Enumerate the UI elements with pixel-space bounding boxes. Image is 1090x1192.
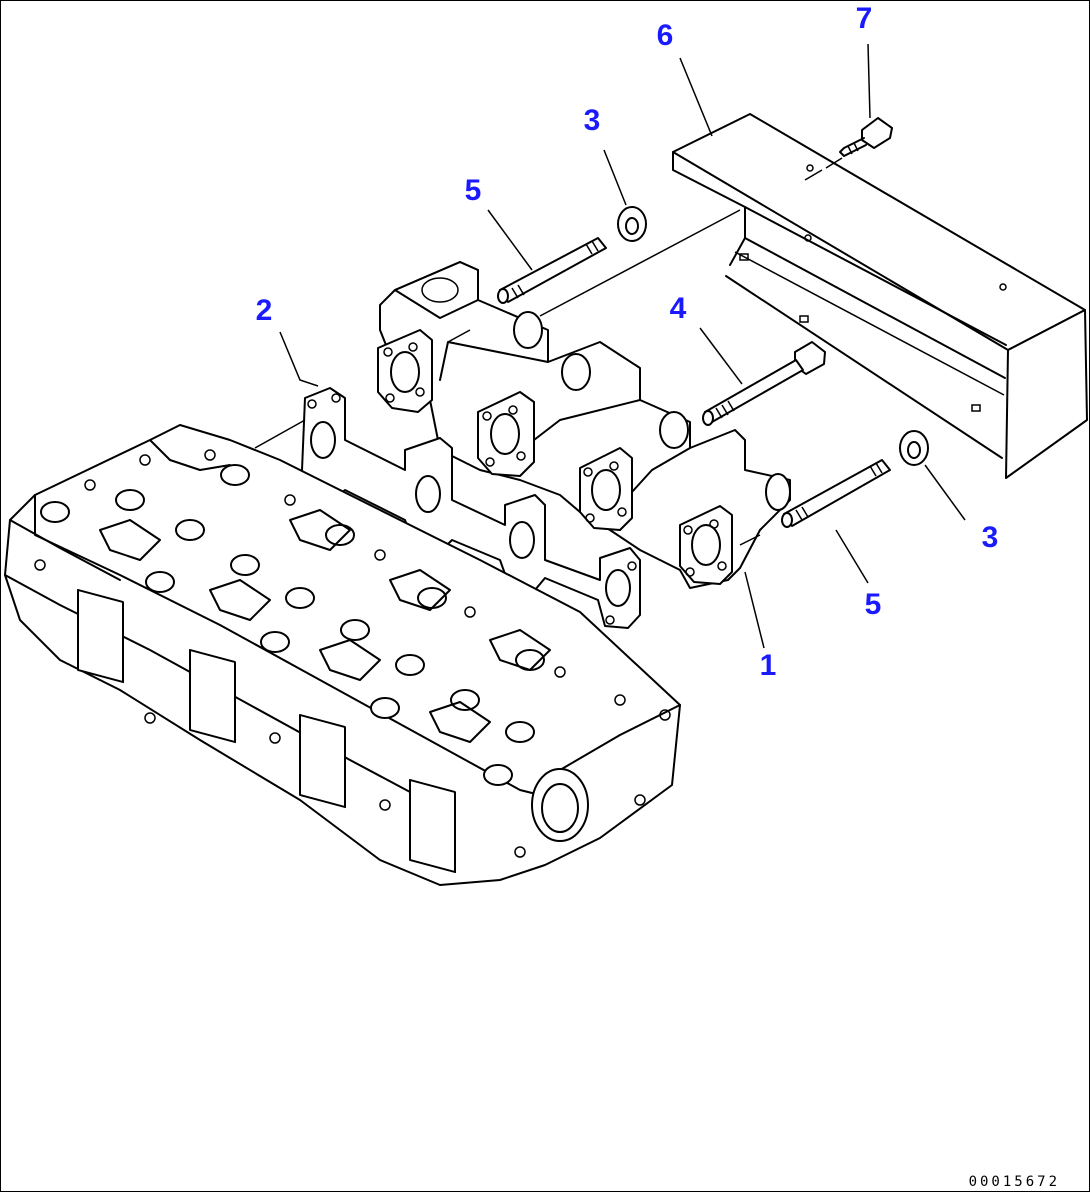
callout-7[interactable]: 7: [856, 2, 873, 35]
callout-3-lower[interactable]: 3: [982, 521, 999, 554]
exhaust-manifold[interactable]: [377, 261, 791, 589]
bolt-4[interactable]: [702, 341, 826, 426]
drawing-number: 00015672: [968, 1174, 1060, 1190]
nut-3-lower[interactable]: [899, 430, 929, 466]
callouts: 1 2 3 3 4 5 5 6 7: [256, 2, 999, 682]
stud-5-upper[interactable]: [497, 237, 607, 304]
callout-2[interactable]: 2: [256, 294, 273, 327]
callout-1[interactable]: 1: [760, 649, 777, 682]
stud-5-lower[interactable]: [781, 459, 891, 528]
callout-5-upper[interactable]: 5: [465, 174, 482, 207]
callout-5-lower[interactable]: 5: [865, 588, 882, 621]
callout-4[interactable]: 4: [670, 292, 687, 325]
bolt-7[interactable]: [804, 117, 893, 181]
heat-shield-cover[interactable]: [672, 113, 1088, 479]
alignment-lines: [254, 209, 761, 546]
callout-3-upper[interactable]: 3: [584, 104, 601, 137]
cylinder-head[interactable]: [4, 424, 681, 886]
manifold-gasket[interactable]: [301, 387, 641, 629]
nut-3-upper[interactable]: [617, 206, 647, 242]
leader-lines: [279, 43, 966, 649]
callout-6[interactable]: 6: [657, 19, 674, 52]
